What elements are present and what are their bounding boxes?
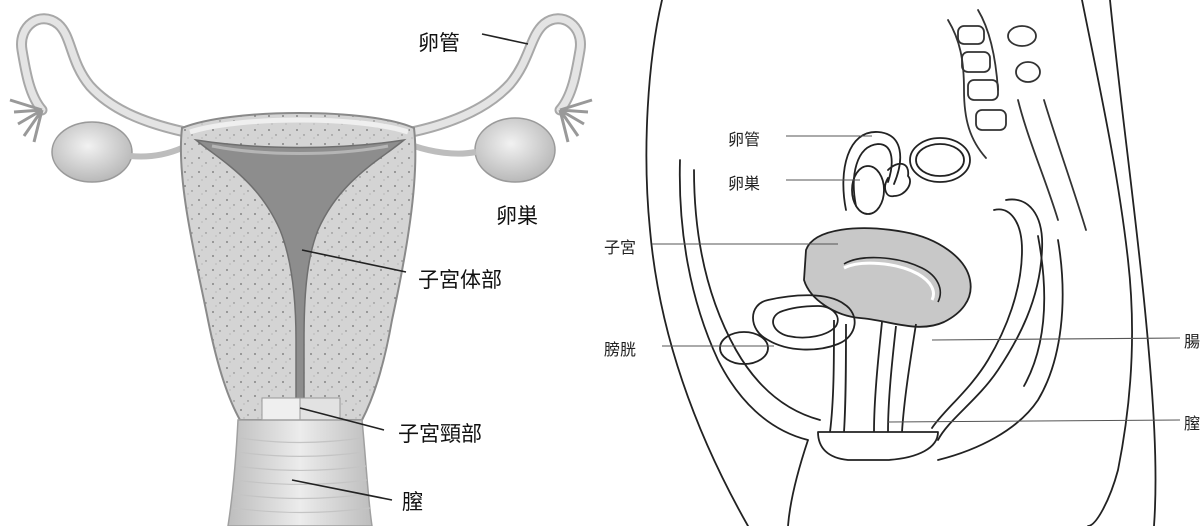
leader-intestine-r <box>932 338 1180 340</box>
label-vagina-r: 膣 <box>1184 410 1200 434</box>
sagittal-anatomy-drawing <box>598 0 1203 526</box>
label-intestine-r: 腸 <box>1184 328 1200 352</box>
label-bladder-r: 膀胱 <box>604 336 636 360</box>
ovary-shape <box>852 166 884 214</box>
label-ovary: 卵巣 <box>496 200 538 230</box>
label-uterine-body: 子宮体部 <box>418 264 502 294</box>
label-uterus-r: 子宮 <box>604 234 636 258</box>
right-ovary-shape <box>475 118 555 182</box>
vagina-canal <box>830 320 834 432</box>
frontal-uterus-illustration: 卵管 卵巣 子宮体部 子宮頸部 膣 <box>0 0 600 526</box>
left-oviduct-shape <box>22 19 185 132</box>
spine <box>948 10 1086 230</box>
label-oviduct: 卵管 <box>418 27 460 57</box>
label-uterine-cervix: 子宮頸部 <box>398 418 482 448</box>
frontal-anatomy-drawing <box>0 0 600 526</box>
uterus-shape <box>804 228 971 327</box>
label-ovary-r: 卵巣 <box>728 170 760 194</box>
left-ovary-shape <box>52 122 132 182</box>
sagittal-pelvis-diagram: 卵管 卵巣 子宮 膀胱 腸 膣 <box>598 0 1203 526</box>
label-oviduct-r: 卵管 <box>728 126 760 150</box>
label-vagina: 膣 <box>402 486 423 516</box>
body-front-contour <box>646 0 748 526</box>
leader-vagina-r <box>888 420 1180 422</box>
body-back-contour <box>1110 0 1156 526</box>
leader-oviduct <box>482 34 528 44</box>
